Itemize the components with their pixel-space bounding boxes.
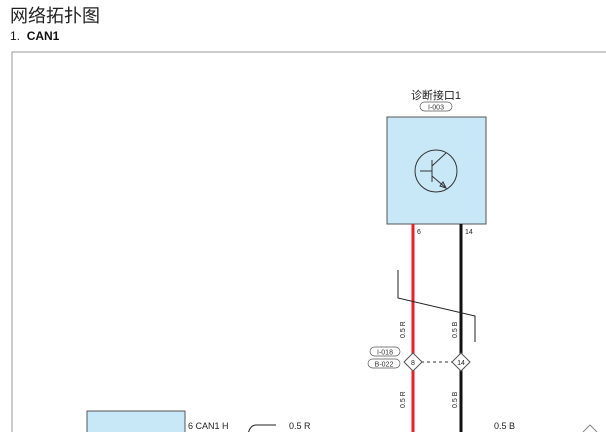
module-box[interactable] [86, 410, 186, 432]
twisted-pair-marker [397, 270, 476, 342]
page-title: 网络拓扑图 [10, 6, 100, 26]
red-wire-label-upper: 0.5 R [400, 321, 407, 338]
pin-label-6: 6 [417, 229, 421, 236]
splice-diamond-8[interactable] [403, 352, 423, 372]
splice-code-2: B-022 [375, 362, 394, 369]
diagram-frame [11, 51, 606, 432]
splice-pin-8: 8 [411, 360, 415, 367]
connector-code-badge [419, 101, 453, 112]
bottom-splice-diamond [582, 424, 598, 432]
red-wire-label-lower: 0.5 R [400, 391, 407, 408]
bottom-black-label: 0.5 B [494, 421, 515, 431]
transistor-icon [414, 149, 458, 193]
section-number: 1. [10, 29, 21, 43]
black-wire-label-upper: 0.5 B [452, 321, 459, 338]
splice-diamond-14[interactable] [451, 352, 471, 372]
bottom-twist-marker [248, 424, 276, 432]
pin-label-14: 14 [465, 229, 473, 236]
section-name: CAN1 [26, 29, 60, 43]
bottom-red-label: 0.5 R [289, 421, 311, 431]
connector-name: 诊断接口1 [411, 88, 461, 102]
section-heading: 1. CAN1 [10, 29, 59, 43]
bottom-pin-label: 6 CAN1 H [188, 421, 229, 431]
connector-code: I-003 [428, 105, 444, 112]
splice-code-badge-2 [367, 358, 401, 369]
splice-pin-14: 14 [457, 360, 465, 367]
splice-code-badge-1 [369, 346, 401, 357]
splice-code-1: I-018 [377, 350, 393, 357]
diagnostic-connector[interactable] [386, 116, 487, 225]
black-wire-label-lower: 0.5 B [452, 391, 459, 408]
